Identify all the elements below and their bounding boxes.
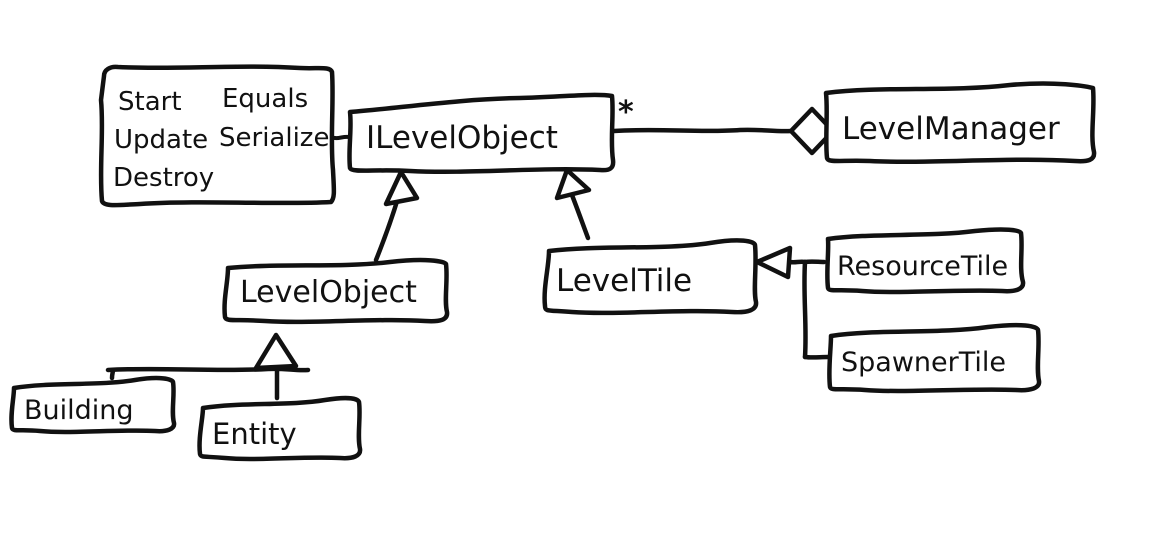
leveltile-label: LevelTile — [556, 263, 692, 299]
building-entity-horizontal-bar — [105, 366, 311, 373]
levelmanager-box[interactable] — [823, 81, 1097, 165]
methods-note-line-1-left: Start — [118, 87, 182, 117]
levelobject-label: LevelObject — [240, 275, 417, 310]
leveltile-class[interactable]: LevelTile — [542, 238, 759, 316]
building-label: Building — [24, 395, 134, 426]
entity-label: Entity — [212, 417, 297, 451]
junction-to-leveltile-line — [787, 259, 808, 265]
building-box[interactable] — [9, 375, 177, 435]
ilevelobject-multiplicity: * — [618, 95, 634, 130]
levelobject-class[interactable]: LevelObject — [222, 257, 450, 325]
methods-note-line-2-right: Serialize — [219, 123, 329, 153]
node-layer: Start Equals Update Serialize Destroy IL… — [9, 64, 1097, 462]
ilevelobject-to-levelmanager-line — [611, 127, 794, 134]
marker-layer — [253, 106, 836, 371]
generalization-triangle-leveltile-icon — [554, 167, 592, 201]
spawnertile-label: SpawnerTile — [841, 347, 1006, 378]
entity-box[interactable] — [197, 395, 363, 462]
entity-class[interactable]: Entity — [197, 395, 363, 462]
tile-junction-vertical-line — [802, 259, 808, 360]
leveltile-box[interactable] — [542, 238, 759, 316]
resourcetile-label: ResourceTile — [837, 251, 1008, 282]
levelobject-to-ilevelobject-line — [373, 195, 401, 263]
resourcetile-class[interactable]: ResourceTile — [825, 227, 1026, 295]
spawnertile-class[interactable]: SpawnerTile — [827, 322, 1042, 394]
methods-note-box[interactable] — [98, 64, 337, 208]
generalization-triangle-tiles-icon — [754, 245, 793, 280]
methods-note[interactable]: Start Equals Update Serialize Destroy — [98, 64, 337, 208]
methods-note-line-2-left: Update — [114, 125, 208, 155]
methods-note-line-1-right: Equals — [222, 84, 308, 114]
ilevelobject-class[interactable]: ILevelObject * — [347, 92, 634, 174]
resourcetile-box[interactable] — [825, 227, 1026, 295]
building-class[interactable]: Building — [9, 375, 177, 435]
ilevelobject-label: ILevelObject — [366, 120, 558, 156]
leveltile-to-ilevelobject-line — [567, 187, 591, 241]
generalization-triangle-levelobject-icon — [383, 169, 420, 207]
levelmanager-class[interactable]: LevelManager — [823, 81, 1097, 165]
methods-note-line-3-left: Destroy — [113, 163, 214, 193]
spawnertile-box[interactable] — [827, 322, 1042, 394]
generalization-triangle-levelobject-children-icon — [253, 332, 299, 371]
levelobject-box[interactable] — [222, 257, 450, 325]
levelmanager-label: LevelManager — [842, 111, 1060, 147]
ilevelobject-box[interactable] — [347, 92, 616, 174]
